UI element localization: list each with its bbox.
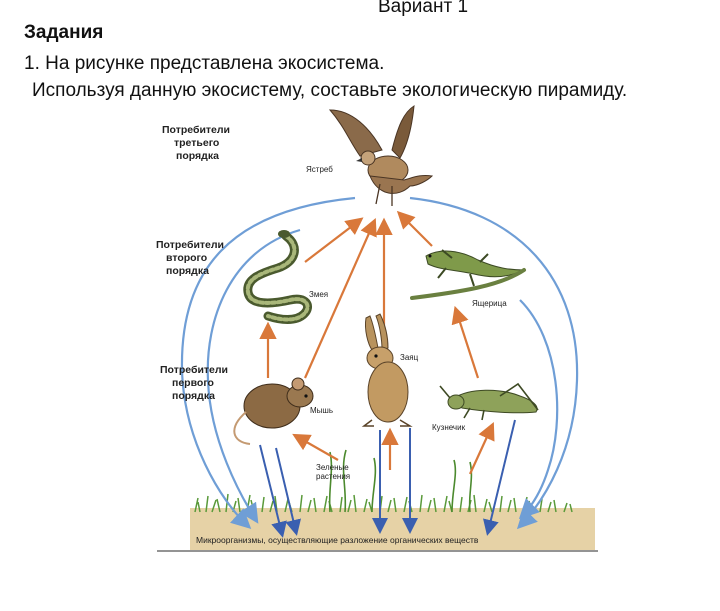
task-line-2: Используя данную экосистему, составьте э… [32, 80, 628, 101]
level-first-line1: Потребители [160, 364, 228, 376]
level-third-line3: порядка [176, 150, 219, 162]
section-title: Задания [24, 22, 104, 43]
level-second-line3: порядка [166, 265, 209, 277]
snake-icon [243, 230, 312, 324]
snake-label: Змея [309, 290, 328, 299]
mouse-icon [233, 377, 314, 445]
grasshopper-icon [439, 382, 539, 421]
hawk-icon [328, 105, 434, 206]
mouse-label: Мышь [310, 406, 333, 415]
level-first-line2: первого [172, 377, 214, 389]
plants-label-line2: растения [316, 472, 350, 481]
decomposers-label: Микроорганизмы, осуществляющие разложени… [196, 535, 479, 545]
level-first-line3: порядка [172, 390, 215, 402]
task-line-1: 1. На рисунке представлена экосистема. [24, 53, 385, 74]
level-second-line2: второго [166, 252, 207, 264]
lizard-label: Ящерица [472, 299, 507, 308]
hare-icon [361, 313, 413, 427]
hare-label: Заяц [400, 353, 419, 362]
lizard-icon [410, 249, 526, 300]
level-third-line1: Потребители [162, 124, 230, 136]
level-third-line2: третьего [174, 137, 219, 149]
hawk-label: Ястреб [306, 165, 333, 174]
plants-label-line1: Зеленые [316, 463, 349, 472]
variant-title: Вариант 1 [378, 0, 469, 17]
grasshopper-label: Кузнечик [432, 423, 466, 432]
level-second-line1: Потребители [156, 239, 224, 251]
cycle-arcs [180, 196, 579, 530]
decomposition-arrows [259, 419, 516, 538]
